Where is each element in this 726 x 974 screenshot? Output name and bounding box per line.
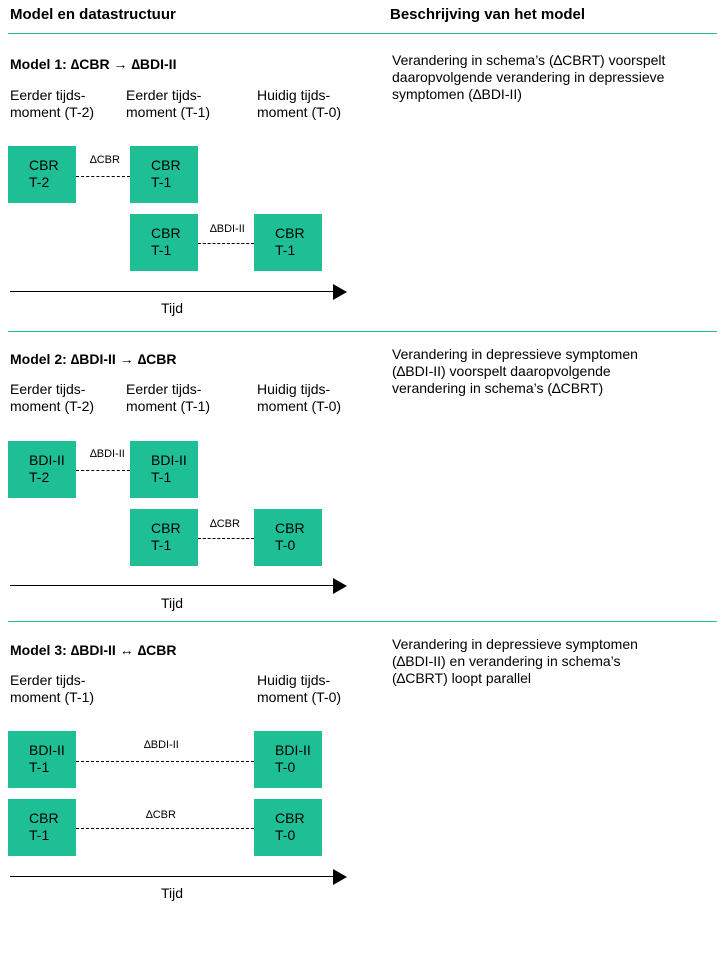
change-label: ∆CBR (146, 809, 176, 821)
model-description: Verandering in schema’s (∆CBRT) voorspel… (392, 52, 666, 102)
change-connector (76, 176, 130, 177)
time-column-label: Eerder tijds- moment (T-1) (126, 87, 211, 120)
change-connector (76, 828, 254, 829)
divider (8, 33, 717, 34)
arrowhead-icon (333, 869, 347, 885)
time-axis-label: Tijd (161, 885, 184, 901)
model-description: Verandering in depressieve symptomen (∆B… (392, 636, 638, 686)
time-column-label: Eerder tijds- moment (T-1) (126, 381, 211, 414)
time-column-label: Eerder tijds- moment (T-2) (10, 87, 95, 120)
change-connector (76, 470, 130, 471)
time-column-label: Huidig tijds- moment (T-0) (257, 381, 342, 414)
time-column-label: Eerder tijds- moment (T-1) (10, 672, 95, 705)
divider (8, 621, 717, 622)
change-label: ∆BDI-II (210, 223, 245, 235)
change-connector (76, 761, 254, 762)
change-connector (198, 538, 254, 539)
change-label: ∆BDI-II (90, 448, 125, 460)
change-label: ∆CBR (210, 518, 240, 530)
header-model-description: Beschrijving van het model (390, 6, 586, 23)
model-description: Verandering in depressieve symptomen (∆B… (392, 346, 638, 396)
time-axis-label: Tijd (161, 300, 184, 316)
time-column-label: Huidig tijds- moment (T-0) (257, 87, 342, 120)
model-title: Model 3: ∆BDI-II ↔ ∆CBR (10, 642, 177, 658)
arrowhead-icon (333, 578, 347, 594)
model-title: Model 2: ∆BDI-II → ∆CBR (10, 351, 177, 367)
time-axis (10, 876, 334, 877)
model-title: Model 1: ∆CBR → ∆BDI-II (10, 56, 177, 72)
arrowhead-icon (333, 284, 347, 300)
header-model-datastructure: Model en datastructuur (10, 6, 176, 23)
change-connector (198, 243, 254, 244)
time-axis (10, 291, 334, 292)
change-label: ∆CBR (90, 154, 120, 166)
time-axis (10, 585, 334, 586)
time-column-label: Eerder tijds- moment (T-2) (10, 381, 95, 414)
divider (8, 331, 717, 332)
time-column-label: Huidig tijds- moment (T-0) (257, 672, 342, 705)
change-label: ∆BDI-II (144, 739, 179, 751)
time-axis-label: Tijd (161, 595, 184, 611)
